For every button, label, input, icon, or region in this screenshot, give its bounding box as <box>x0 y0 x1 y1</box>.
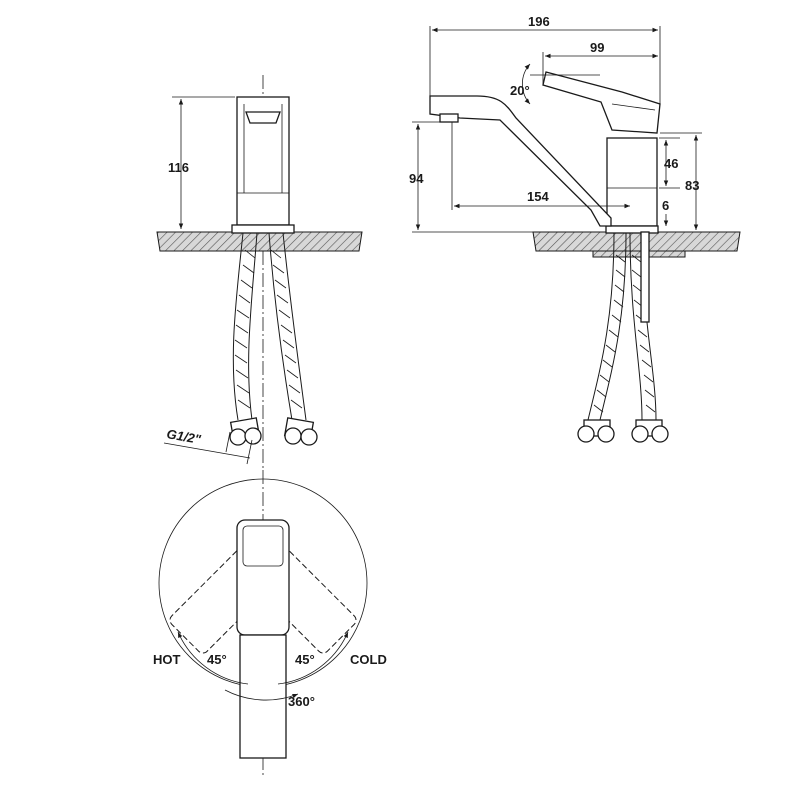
side-faucet-body <box>606 137 658 227</box>
side-hoses <box>577 231 669 443</box>
aerator <box>439 113 459 123</box>
thread-label: G1/2" <box>165 426 202 447</box>
dim-20-label: 20° <box>510 83 530 98</box>
side-mount-plate <box>592 250 686 258</box>
dim-94-label: 94 <box>409 171 424 186</box>
rotation-arc <box>224 689 299 701</box>
dim-196-label: 196 <box>528 14 550 29</box>
thread-ext-1 <box>225 431 231 453</box>
dim-6-label: 6 <box>662 198 669 213</box>
front-view: 116 G1/2" <box>156 75 363 470</box>
thread-leader <box>163 442 251 459</box>
top-spout <box>239 634 287 759</box>
top-body <box>236 519 290 636</box>
side-countertop <box>532 231 741 252</box>
hot-label: HOT <box>153 652 181 667</box>
side-base-flange <box>605 225 659 234</box>
side-view: 196 99 20° 94 154 46 83 6 <box>409 14 741 443</box>
spout <box>429 95 612 227</box>
top-view: HOT 45° 45° COLD 360° <box>153 470 387 775</box>
rotation-label: 360° <box>288 694 315 709</box>
side-lever <box>542 71 661 134</box>
cold-angle-label: 45° <box>295 652 315 667</box>
dim-116-label: 116 <box>168 160 189 175</box>
hot-angle-arc <box>177 631 249 685</box>
front-base-flange <box>231 224 295 234</box>
dim-20-arc <box>521 63 531 105</box>
dim-99-label: 99 <box>590 40 604 55</box>
dim-46-label: 46 <box>664 156 678 171</box>
thread-ext-2 <box>246 439 253 465</box>
dim-83-label: 83 <box>685 178 699 193</box>
front-hoses <box>229 232 318 446</box>
hot-angle-label: 45° <box>207 652 227 667</box>
cold-angle-arc <box>277 631 349 685</box>
front-countertop <box>156 231 363 252</box>
top-cartridge-cap <box>242 525 284 567</box>
front-lever-end <box>245 111 281 124</box>
mount-stud <box>640 231 650 323</box>
cold-label: COLD <box>350 652 387 667</box>
dim-154-label: 154 <box>527 189 549 204</box>
